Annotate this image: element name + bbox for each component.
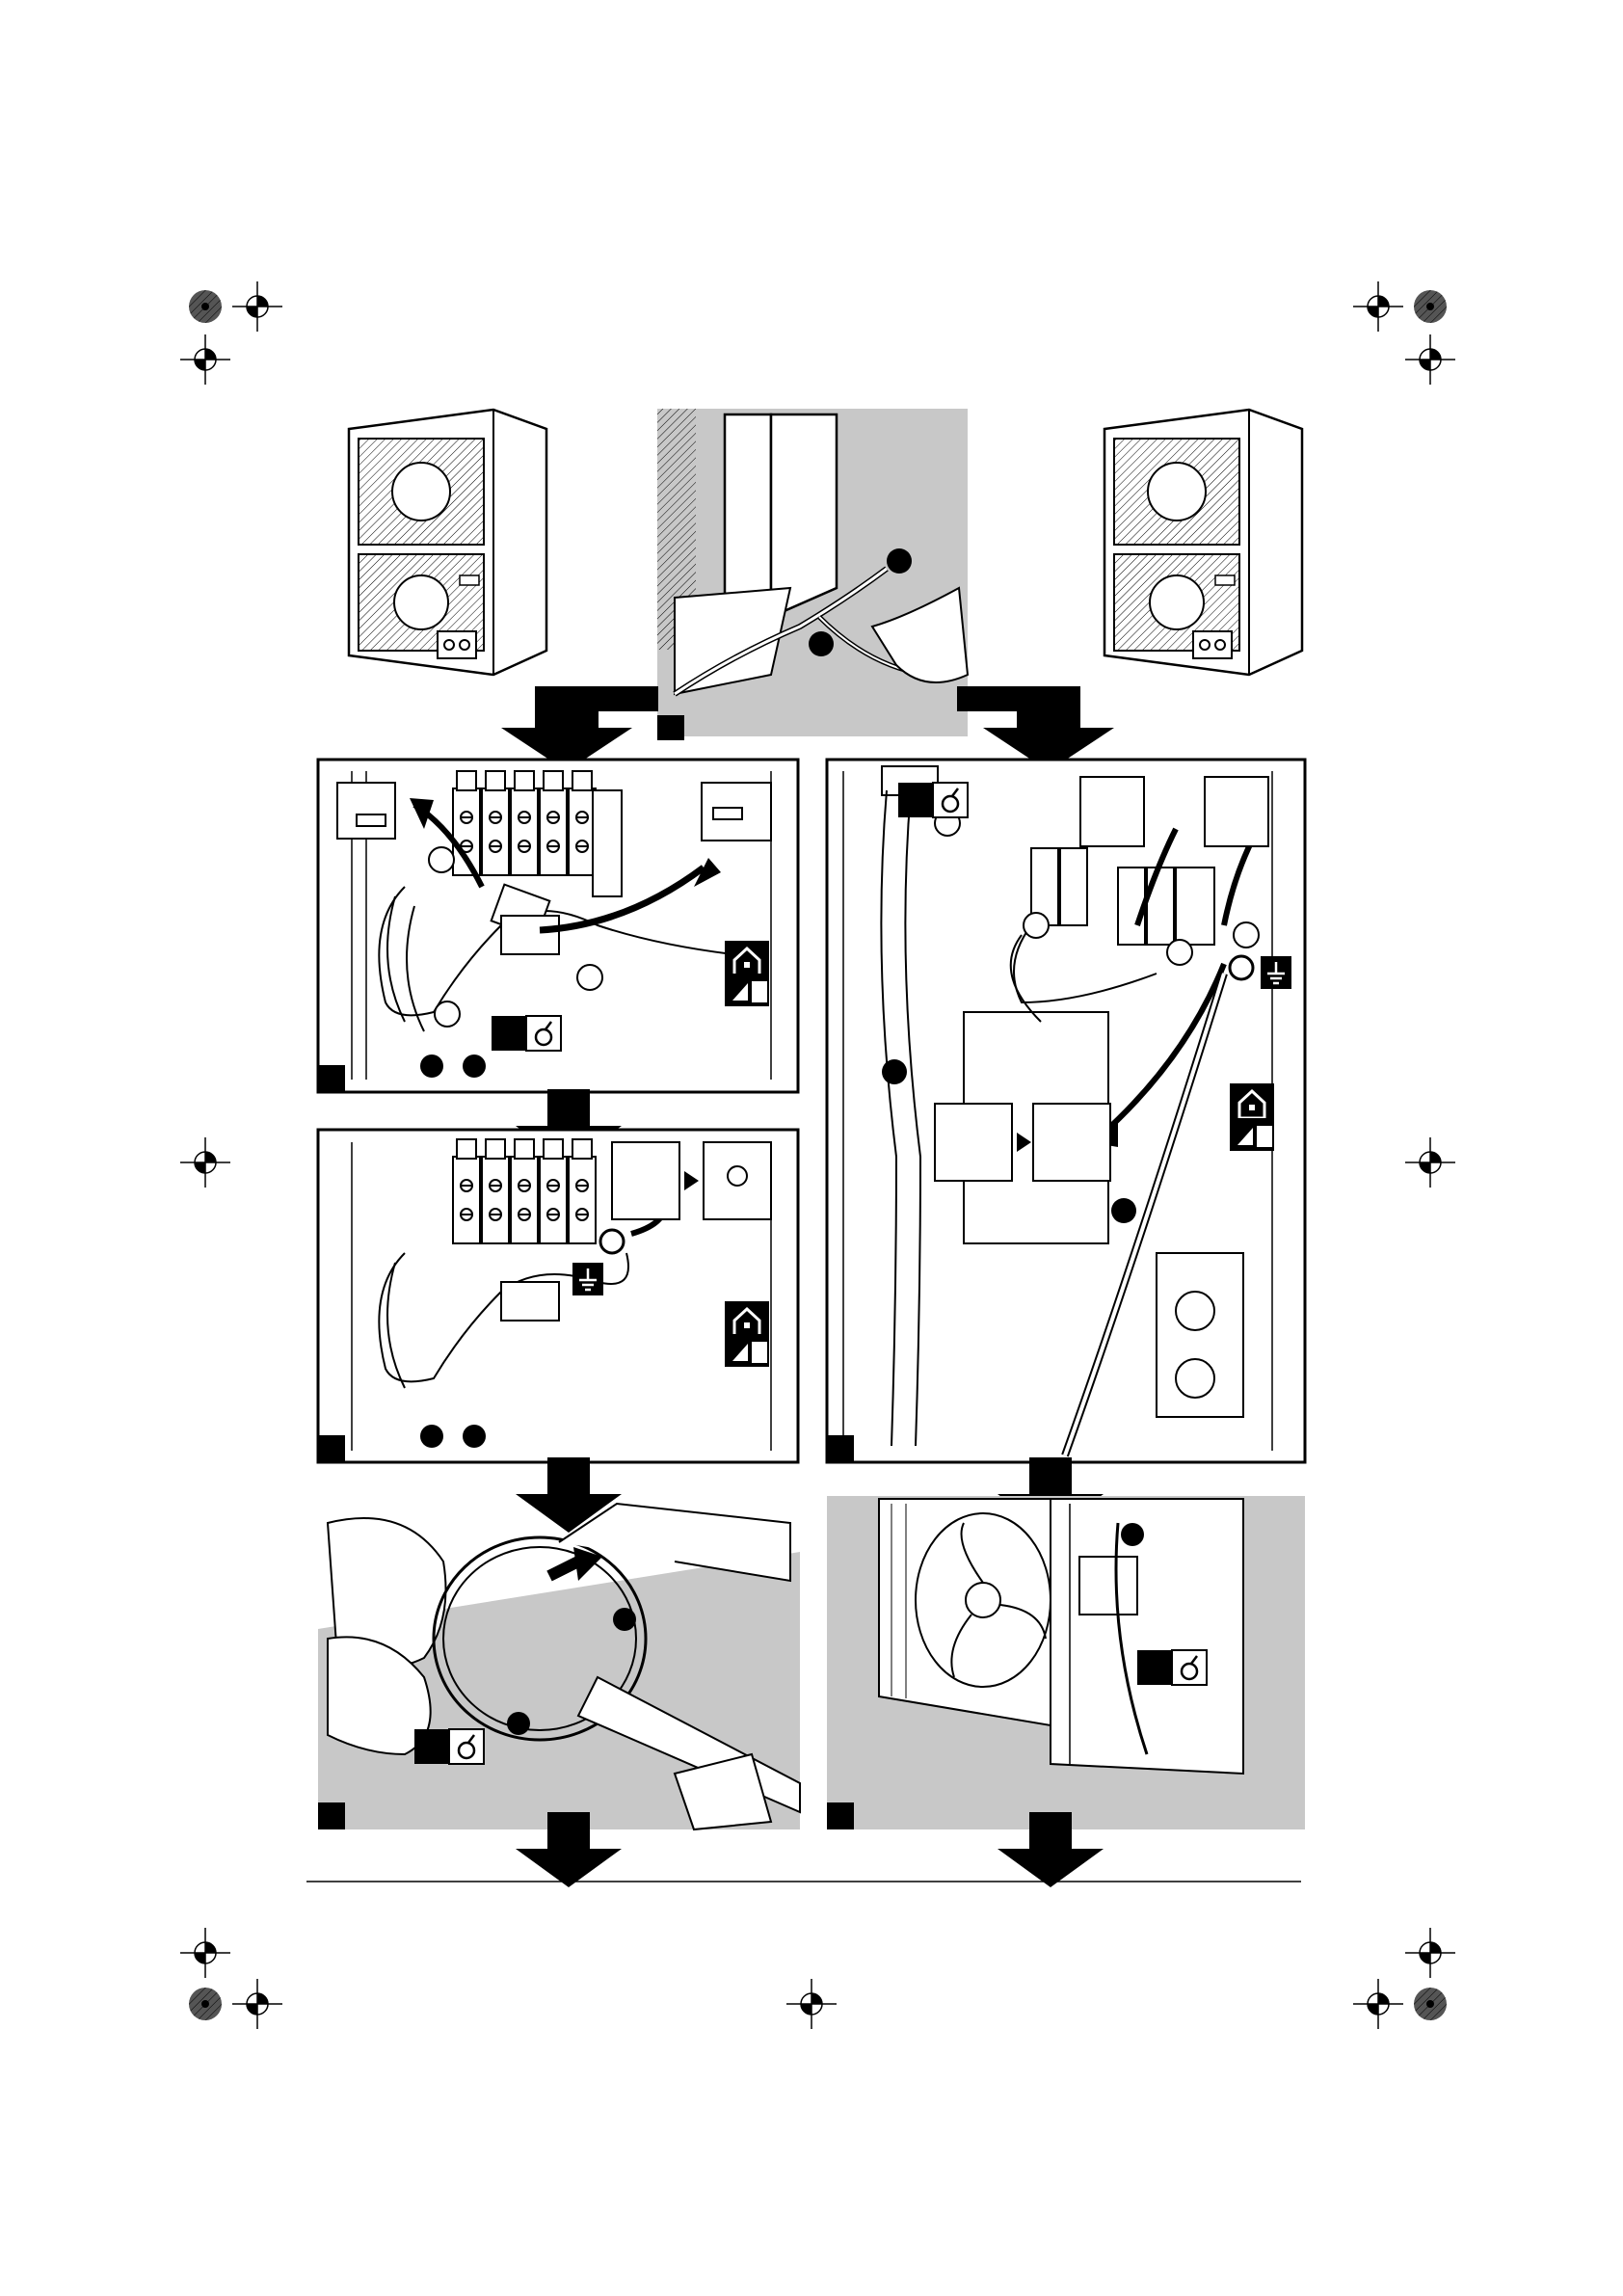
outdoor-unit-icon <box>1104 410 1302 675</box>
drain-hose-panel <box>657 409 968 740</box>
cable-tie-icon <box>414 1729 484 1764</box>
cable-tie-step-panel <box>318 1504 800 1829</box>
fan-compartment-step-panel <box>827 1496 1305 1829</box>
outdoor-unit-icon <box>349 410 546 675</box>
torque-icon <box>725 1334 769 1367</box>
ground-icon <box>572 1263 603 1295</box>
cable-tie-icon <box>492 1016 561 1051</box>
torque-icon <box>1230 1118 1274 1151</box>
wiring-step-b-panel <box>318 1130 798 1462</box>
cable-tie-icon <box>898 783 968 817</box>
torque-icon <box>725 974 769 1006</box>
cable-tie-icon <box>1137 1650 1207 1685</box>
ground-icon <box>1261 956 1291 989</box>
